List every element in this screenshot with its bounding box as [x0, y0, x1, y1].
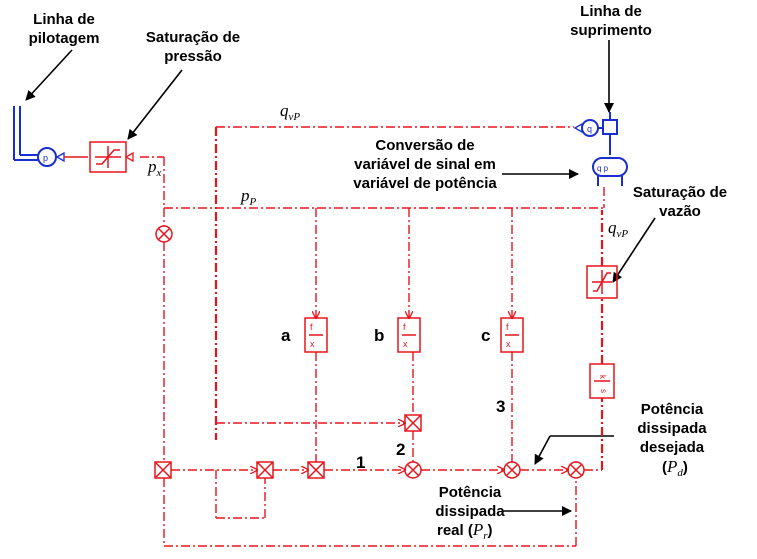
symbol-qvP-top: qvP: [280, 101, 300, 123]
branch-number-2: 2: [396, 440, 405, 459]
svg-text:x: x: [403, 339, 408, 349]
svg-text:p: p: [43, 153, 48, 163]
svg-text:f: f: [506, 322, 509, 332]
svg-text:x: x: [506, 339, 511, 349]
label-potencia-desejada-3: desejada: [640, 439, 705, 456]
branch-number-1: 1: [356, 453, 365, 472]
label-potencia-real-2: dissipada: [435, 503, 505, 520]
summing-junction-error: [568, 462, 584, 478]
svg-text:f: f: [310, 322, 313, 332]
label-linha-suprimento-2: suprimento: [570, 22, 652, 39]
label-saturacao-pressao-1: Saturação de: [146, 29, 240, 46]
supply-line-icon: q: [575, 112, 617, 155]
label-conversao-2: variável de sinal em: [354, 156, 496, 173]
function-block-a: f x: [305, 318, 327, 352]
branch-number-3: 3: [496, 397, 505, 416]
label-conversao-3: variável de potência: [353, 175, 497, 192]
summing-junction-3: [504, 462, 520, 478]
branch-letter-a: a: [281, 326, 291, 345]
label-linha-pilotagem-2: pilotagem: [29, 30, 100, 47]
branch-letter-b: b: [374, 326, 384, 345]
symbol-pP: pP: [240, 186, 257, 208]
svg-text:k: k: [598, 375, 607, 380]
multiplier-block-1: [308, 462, 324, 478]
function-block-b: f x: [398, 318, 420, 352]
label-linha-pilotagem-1: Linha de: [33, 11, 95, 28]
label-saturacao-pressao-2: pressão: [164, 48, 222, 65]
callout-arrow-pilotagem: [26, 50, 72, 100]
label-potencia-desejada-1: Potência: [641, 401, 704, 418]
symbol-px: px: [147, 157, 162, 179]
symbol-qvP-right: qvP: [608, 218, 628, 240]
function-block-c: f x: [501, 318, 523, 352]
label-saturacao-vazao-2: vazão: [659, 203, 701, 220]
branch-letter-c: c: [481, 326, 490, 345]
label-saturacao-vazao-1: Saturação de: [633, 184, 727, 201]
multiplier-block-mid: [257, 462, 273, 478]
summing-junction-2: [405, 462, 421, 478]
integrator-block: k s: [590, 364, 614, 398]
multiplier-block-left: [155, 462, 171, 478]
pilot-line-port-icon: p: [14, 106, 64, 166]
label-potencia-real-1: Potência: [439, 484, 502, 501]
svg-text:s: s: [599, 389, 608, 393]
svg-text:q: q: [587, 124, 592, 134]
callout-arrow-desejada: [535, 436, 550, 464]
summing-junction-px: [156, 226, 172, 242]
label-potencia-desejada-2: dissipada: [637, 420, 707, 437]
flow-saturation-block: [587, 266, 617, 298]
signal-to-power-converter-icon: q p: [593, 158, 627, 186]
svg-text:x: x: [310, 339, 315, 349]
label-conversao-1: Conversão de: [375, 137, 474, 154]
callout-arrow-saturacao-pressao: [128, 70, 182, 139]
pressure-saturation-block: [90, 142, 133, 172]
svg-text:q p: q p: [597, 164, 609, 173]
label-linha-suprimento-1: Linha de: [580, 3, 642, 20]
label-pd: (Pd): [662, 457, 688, 479]
svg-text:f: f: [403, 322, 406, 332]
multiplier-block-2: [405, 415, 421, 431]
label-potencia-real-3: real (Pr): [437, 520, 493, 542]
